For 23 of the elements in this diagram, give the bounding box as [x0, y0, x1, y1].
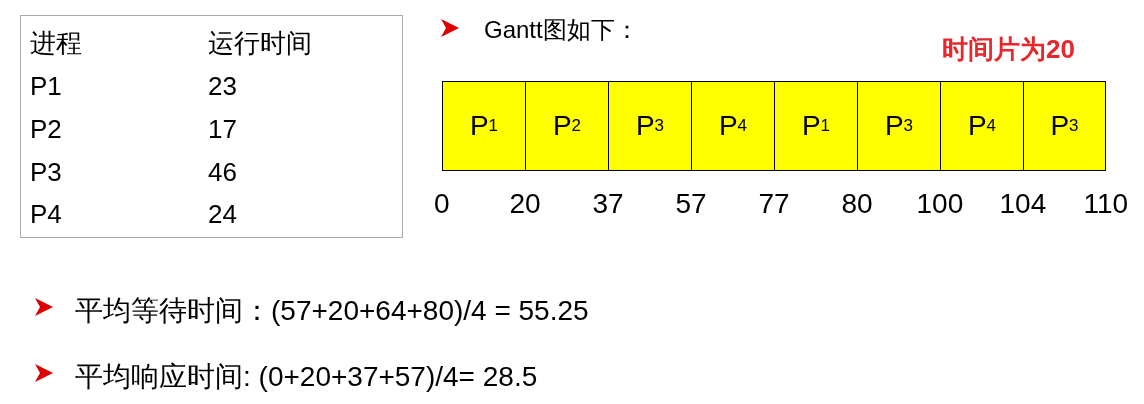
table-cell: 46	[208, 157, 237, 187]
bullet-text: 平均响应时间: (0+20+37+57)/4= 28.5	[75, 360, 538, 394]
time-slice-note: 时间片为20	[942, 33, 1075, 66]
time-tick-label: 57	[675, 188, 707, 220]
time-tick-label: 77	[758, 188, 790, 220]
time-tick-label: 110	[1083, 188, 1129, 220]
time-tick-label: 100	[916, 188, 964, 220]
table-cell: P1	[30, 71, 62, 101]
table-cell: 运行时间	[208, 28, 312, 58]
heading-text: Gantt图如下：	[484, 15, 639, 45]
bullet-text: 平均等待时间：(57+20+64+80)/4 = 55.25	[75, 294, 589, 328]
table-cell: 24	[208, 199, 237, 229]
time-tick-label: 20	[509, 188, 541, 220]
table-cell: 23	[208, 71, 237, 101]
time-tick-label: 37	[592, 188, 624, 220]
time-tick-label: 0	[434, 188, 450, 220]
table-cell: P2	[30, 114, 62, 144]
time-tick-label: 104	[999, 188, 1047, 220]
time-tick-label: 80	[841, 188, 873, 220]
table-cell: P3	[30, 157, 62, 187]
table-cell: P4	[30, 199, 62, 229]
table-cell: 进程	[30, 28, 82, 58]
table-cell: 17	[208, 114, 237, 144]
